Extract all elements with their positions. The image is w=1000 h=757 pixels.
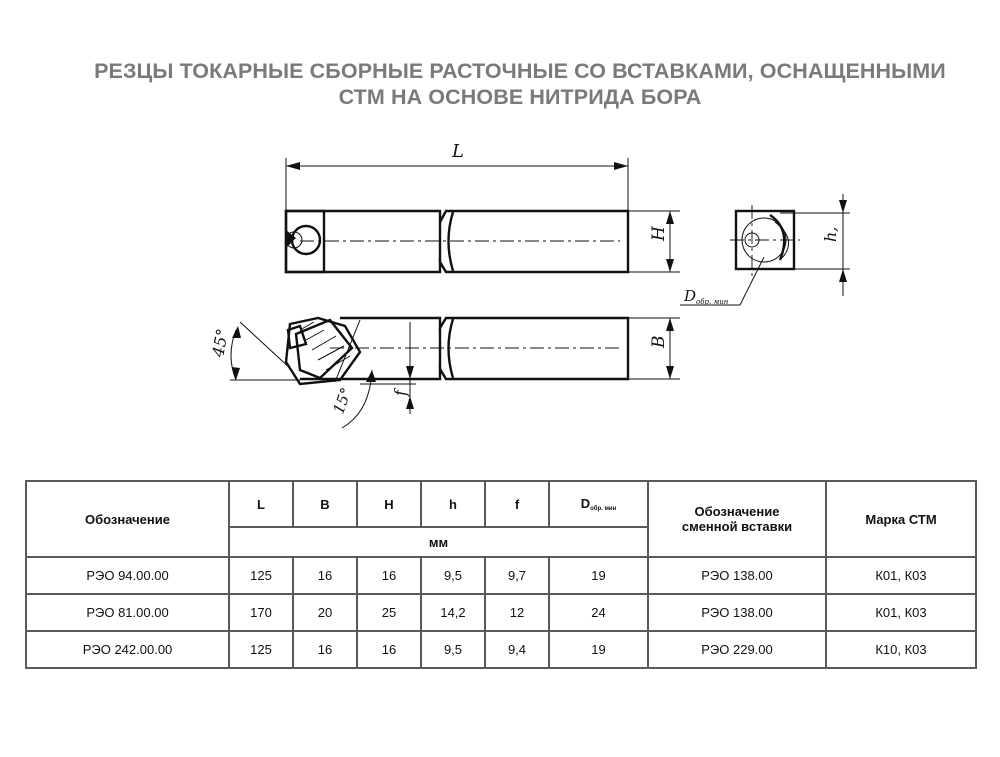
table-row: РЭО 242.00.00 125 16 16 9,5 9,4 19 РЭО 2… xyxy=(25,630,977,669)
header-D: Dобр. мин xyxy=(548,480,649,528)
cell-insert: РЭО 138.00 xyxy=(647,556,827,595)
cell-f: 9,4 xyxy=(484,630,550,669)
cell-B: 16 xyxy=(292,630,358,669)
cell-D: 24 xyxy=(548,593,649,632)
header-H: H xyxy=(356,480,422,528)
title-line-2: СТМ НА ОСНОВЕ НИТРИДА БОРА xyxy=(338,85,702,109)
table-units-row: мм xyxy=(26,526,976,558)
side-view: B f 45° 15° xyxy=(208,316,680,429)
cell-L: 125 xyxy=(228,556,294,595)
table-header-row: Обозначение L B H h f Dобр. мин Обозначе… xyxy=(25,480,977,558)
cell-H: 16 xyxy=(356,630,422,669)
header-L: L xyxy=(228,480,294,528)
dim-L-label: L xyxy=(451,141,464,162)
cell-grade: К10, К03 xyxy=(825,630,977,669)
cell-H: 25 xyxy=(356,593,422,632)
table-row: РЭО 94.00.00 125 16 16 9,5 9,7 19 РЭО 13… xyxy=(25,556,977,595)
cell-L: 170 xyxy=(228,593,294,632)
page-title: РЕЗЦЫ ТОКАРНЫЕ СБОРНЫЕ РАСТОЧНЫЕ СО ВСТА… xyxy=(40,58,1000,110)
title-line-1: РЕЗЦЫ ТОКАРНЫЕ СБОРНЫЕ РАСТОЧНЫЕ СО ВСТА… xyxy=(94,59,946,83)
header-grade: Марка СТМ xyxy=(825,480,977,558)
cell-h: 9,5 xyxy=(420,556,486,595)
cell-D: 19 xyxy=(548,630,649,669)
specification-table: Обозначение L B H h f Dобр. мин Обозначе… xyxy=(25,480,977,669)
cell-grade: К01, К03 xyxy=(825,556,977,595)
header-D-sub: обр. мин xyxy=(590,506,617,512)
header-designation: Обозначение xyxy=(25,480,230,558)
header-B: B xyxy=(292,480,358,528)
dim-H-label: H xyxy=(649,225,669,242)
cell-B: 20 xyxy=(292,593,358,632)
cell-insert: РЭО 229.00 xyxy=(647,630,827,669)
cell-grade: К01, К03 xyxy=(825,593,977,632)
header-f: f xyxy=(484,480,550,528)
angle-45-label: 45° xyxy=(208,327,232,359)
cell-L: 125 xyxy=(228,630,294,669)
cell-f: 9,7 xyxy=(484,556,550,595)
header-units: мм xyxy=(228,526,649,558)
cell-insert: РЭО 138.00 xyxy=(647,593,827,632)
dim-B-label: B xyxy=(649,336,669,350)
top-view: L H xyxy=(284,141,680,274)
technical-drawing: L H h, Dобр xyxy=(208,141,850,429)
end-view: h, Dобр. мин xyxy=(680,194,850,306)
dim-D-sub: обр. мин xyxy=(696,298,729,306)
dim-f-label: f xyxy=(391,387,410,397)
cell-D: 19 xyxy=(548,556,649,595)
cell-designation: РЭО 81.00.00 xyxy=(25,593,230,632)
cell-B: 16 xyxy=(292,556,358,595)
angle-15-label: 15° xyxy=(330,385,356,416)
cell-h: 9,5 xyxy=(420,630,486,669)
cell-designation: РЭО 242.00.00 xyxy=(25,630,230,669)
cell-H: 16 xyxy=(356,556,422,595)
cell-designation: РЭО 94.00.00 xyxy=(25,556,230,595)
dim-h-label: h, xyxy=(821,227,840,242)
table-row: РЭО 81.00.00 170 20 25 14,2 12 24 РЭО 13… xyxy=(25,593,977,632)
cell-f: 12 xyxy=(484,593,550,632)
header-h: h xyxy=(420,480,486,528)
cell-h: 14,2 xyxy=(420,593,486,632)
dim-D-label: Dобр. мин xyxy=(683,287,729,306)
